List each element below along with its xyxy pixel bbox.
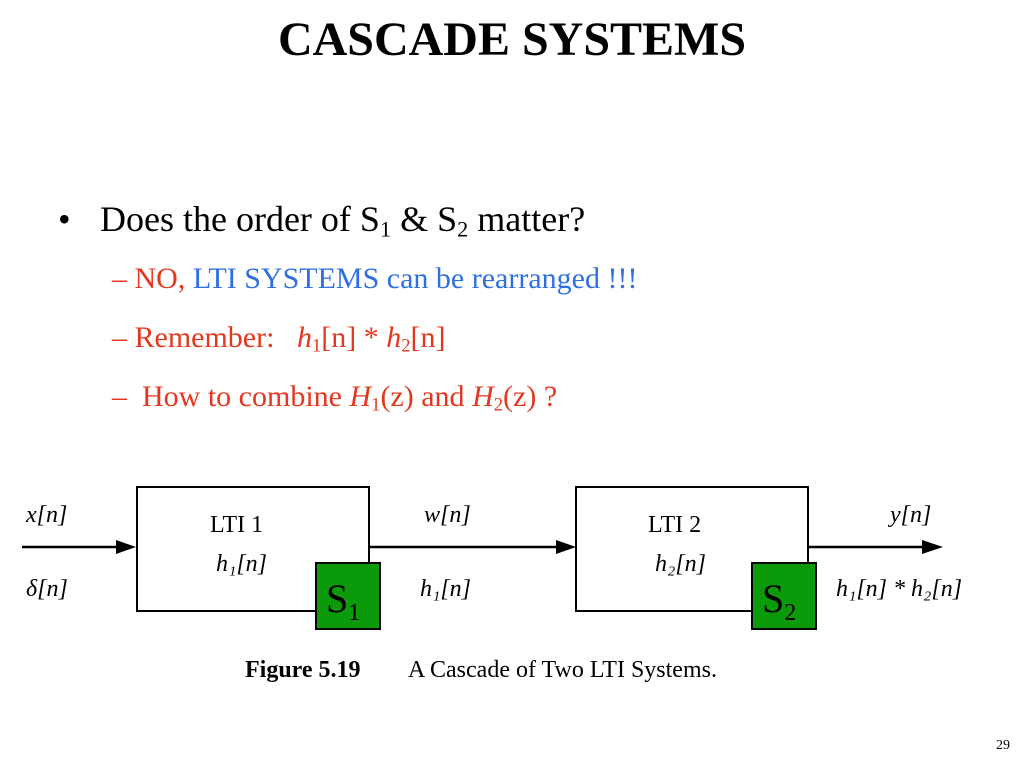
sub-bullet-2: – Remember: h1[n] * h2[n] [112,321,446,355]
output-signal-label: y[n] [888,502,931,528]
H2-arg: (z) [503,380,537,413]
s2-box [751,562,817,630]
figure-caption-text: A Cascade of Two LTI Systems. [408,657,717,683]
H2-symbol: H [472,380,494,413]
lti-systems-text: LTI SYSTEMS [192,262,380,295]
lti2-title: LTI 2 [648,512,701,538]
H1-sub: 1 [371,394,381,416]
bullet-dot: • [58,199,71,239]
lti2-impulse-response: h₂[n] [655,551,706,577]
bullet-text-c: matter? [468,199,586,239]
slide-title: CASCADE SYSTEMS [277,13,747,66]
dash: – [112,380,127,413]
dash: – [112,321,127,354]
bullet-text-a: Does the order of S [100,199,380,239]
s2-label: S2 [762,576,796,626]
rearranged-text: can be rearranged !!! [386,262,638,295]
H1-symbol: H [349,380,372,413]
figure-caption-number: Figure 5.19 [245,657,361,683]
intermediate-signal-label: w[n] [424,502,471,528]
lti1-impulse-response: h₁[n] [216,551,267,577]
intermediate-impulse-label: h₁[n] [420,576,471,602]
question-mark: ? [543,380,558,413]
input-impulse-label: δ[n] [26,576,68,602]
h1-arg: [n] [321,321,357,354]
bullet-text-b: & S [391,199,458,239]
s1-label: S1 [326,576,360,626]
bullet-sub-2: 2 [457,216,469,242]
page-number: 29 [996,738,1010,753]
h1-sub: 1 [311,335,322,357]
combine-text: How to combine [142,380,342,413]
dash: – [112,262,127,295]
h2-sub: 2 [401,335,411,357]
bullet-sub-1: 1 [379,216,392,242]
H1-arg: (z) [380,380,414,413]
main-bullet: • Does the order of S1 & S2 matter? [58,198,585,240]
h2-arg: [n] [410,321,446,354]
sub-bullet-3: – How to combine H1(z) and H2(z) ? [112,380,557,414]
cascade-diagram: x[n] δ[n] LTI 1 h₁[n] w[n] h₁[n] LTI 2 h… [22,486,962,683]
h2-symbol: h [386,321,402,354]
h1-symbol: h [296,321,312,354]
output-arrowhead [922,540,943,554]
input-arrowhead [116,540,136,554]
middle-arrowhead [556,540,576,554]
input-signal-label: x[n] [25,502,67,528]
and-text: and [421,380,465,413]
s1-box [315,562,381,630]
remember-label: Remember: [134,321,275,354]
convolution-star: * [356,321,387,354]
H2-sub: 2 [493,394,504,416]
answer-no: NO, [134,262,186,295]
sub-bullet-1: – NO, LTI SYSTEMS can be rearranged !!! [112,262,637,296]
output-impulse-label: h₁[n] * h₂[n] [836,576,962,602]
lti1-title: LTI 1 [210,512,263,538]
